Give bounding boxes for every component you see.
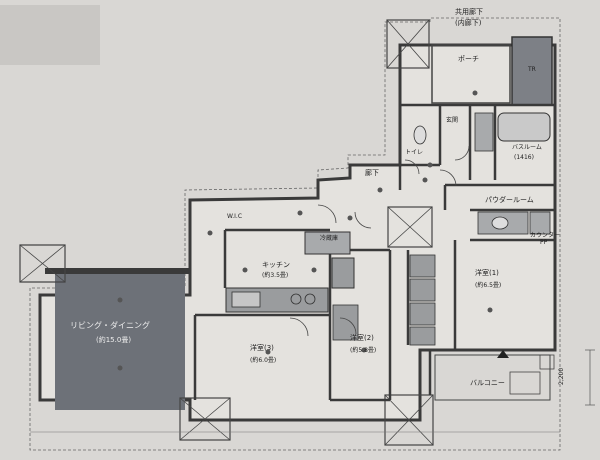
label-balcony: バルコニー [470,379,505,387]
bathtub [497,112,551,142]
label-tr: TR [528,66,536,73]
porch-area [431,44,511,104]
label-kitchen-size: (約3.5畳) [262,272,289,279]
wardrobe-room2 [332,304,359,341]
smudge-mark [0,5,100,65]
stove-burner-2 [304,293,316,305]
label-porch: ポーチ [458,55,479,63]
living-floor [55,274,185,410]
label-room2-size: (約5.8畳) [350,347,377,354]
column-top [386,19,430,69]
toilet-bowl [413,125,427,145]
label-powder: パウダールーム [485,196,534,204]
label-corridor: 共用廊下 [455,8,483,16]
label-room1: 洋室(1) [475,269,499,277]
kitchen-sink [231,291,261,308]
column-bottom-right [384,394,434,446]
balcony-marker [497,350,509,358]
column-cross-b [19,244,66,283]
interior-walls [193,103,555,402]
column-br-cross-b [384,394,434,446]
washer-pan [529,211,551,235]
label-kitchen: キッチン [262,261,290,269]
balcony-unit [509,371,541,395]
label-dim-right: 2,200 [558,367,565,385]
ceiling-lights [117,90,493,371]
label-pp: PP [540,239,548,246]
closets-room1 [409,254,436,346]
label-bath-size: (1416) [514,154,534,161]
drain-box [539,354,555,370]
stove-burner-1 [290,293,302,305]
label-bath: バスルーム [512,144,542,151]
door-swings [289,145,470,337]
column-middle [387,206,433,248]
pantry [331,257,355,289]
label-room2: 洋室(2) [350,334,374,342]
column-top-cross-b [386,19,430,69]
label-wic: W.I.C [227,213,243,220]
living-wall [45,268,190,274]
column-bl-cross-b [179,397,231,441]
label-fridge: 冷蔵庫 [320,235,339,242]
label-entrance: 玄関 [446,117,459,124]
label-corridor-sub: (内廊下) [455,19,482,27]
label-room3: 洋室(3) [250,344,274,352]
label-room3-size: (約6.0畳) [250,357,277,364]
basin [491,216,509,230]
balcony-area [434,354,551,401]
column-mid-cross-b [387,206,433,248]
label-room1-size: (約6.5畳) [475,282,502,289]
label-toilet: トイレ [405,149,424,156]
label-counter: カウンター [530,232,561,239]
trunk-room [511,36,553,106]
label-hall: 廊下 [365,169,379,177]
bath-cabinet [474,112,494,152]
fridge-area [304,231,351,255]
label-living: リビング・ダイニング [70,321,150,330]
column-bottom-left [179,397,231,441]
label-living-size: (約15.0畳) [96,336,132,344]
